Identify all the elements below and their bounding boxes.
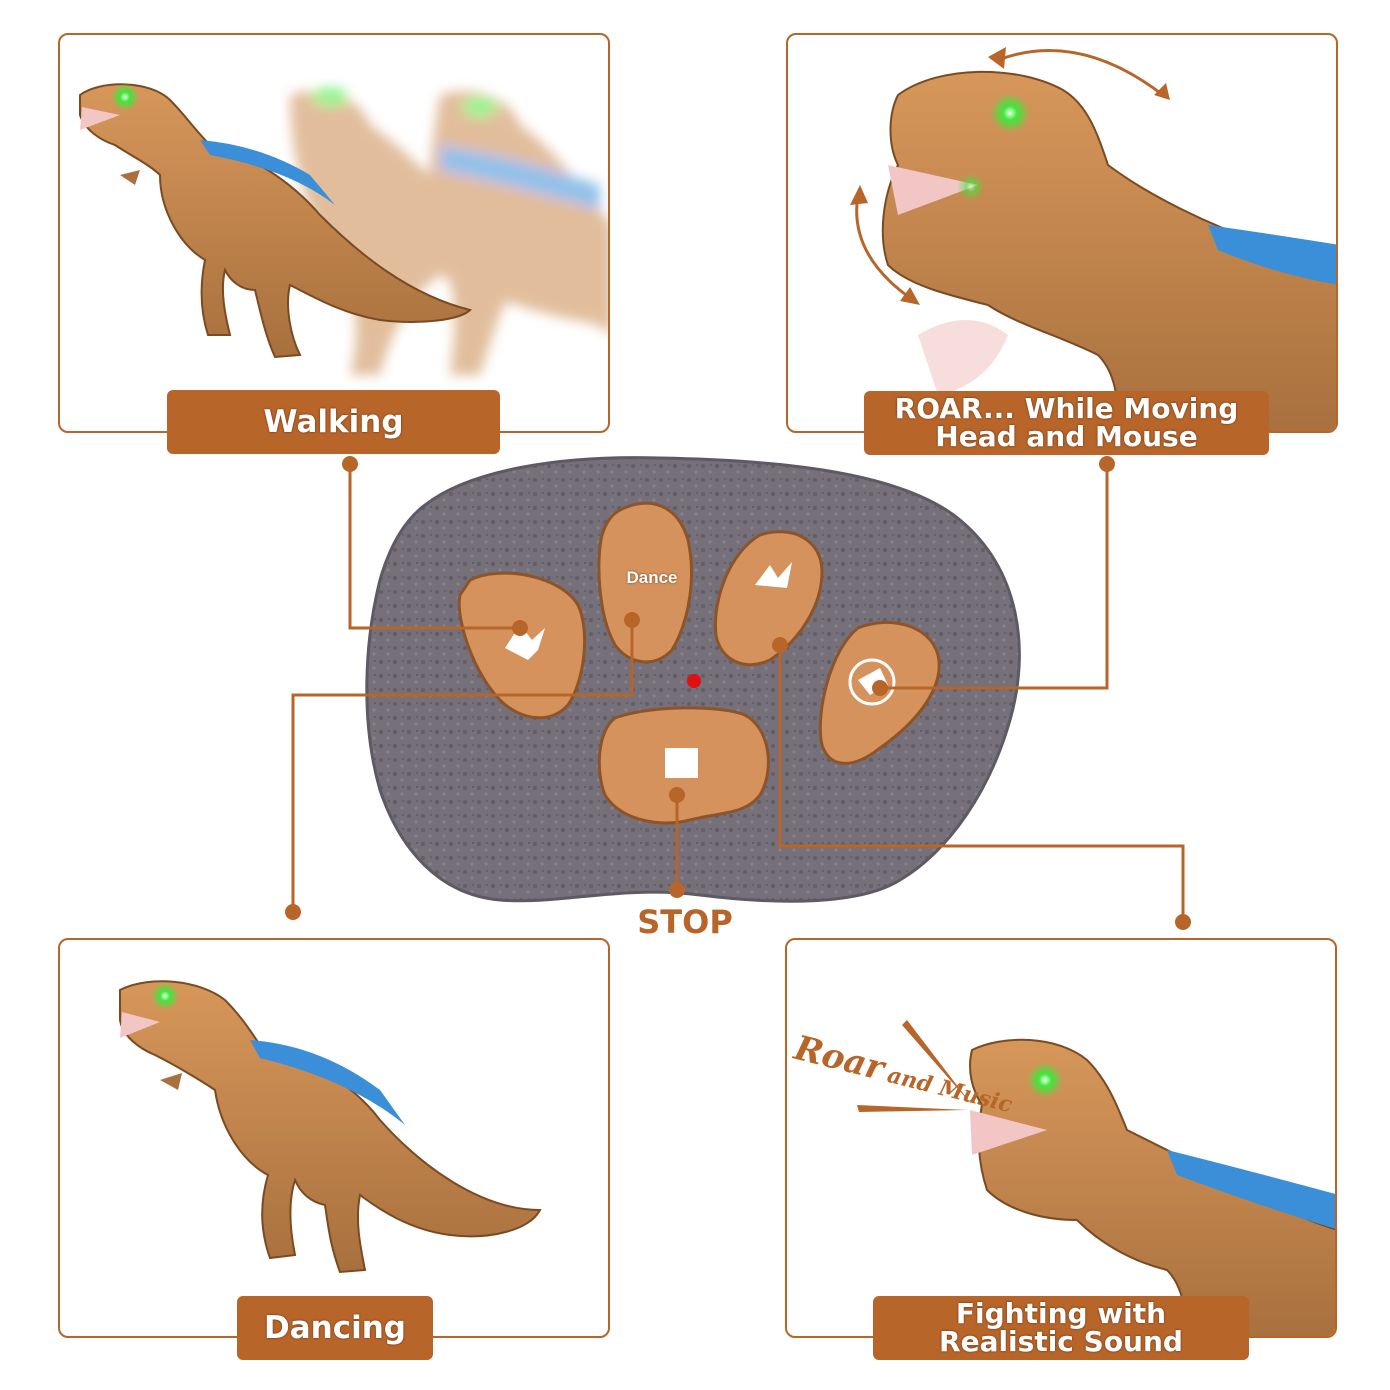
dino-fighting	[969, 1038, 1335, 1336]
panel-dancing	[58, 938, 610, 1338]
roar-dino-illustration	[850, 47, 1336, 431]
motion-arrows	[855, 49, 1164, 302]
panel-fighting	[785, 938, 1337, 1338]
panel-walking	[58, 33, 610, 433]
vs-icon	[755, 562, 792, 588]
walking-label: Walking	[167, 390, 500, 454]
status-led	[687, 674, 701, 688]
walk-button[interactable]	[457, 571, 587, 720]
walking-dino-illustration	[79, 83, 608, 375]
dancing-label: Dancing	[237, 1296, 433, 1360]
sound-rays	[857, 1020, 972, 1112]
dancing-dino-illustration	[119, 980, 542, 1274]
panel-roar	[786, 33, 1338, 433]
stop-button[interactable]	[597, 706, 770, 825]
dance-button-label: Dance	[626, 568, 678, 587]
dino-walking	[79, 83, 472, 359]
stop-square-icon	[665, 748, 698, 778]
dino-dancing	[119, 980, 542, 1274]
connector-dots	[285, 456, 1191, 930]
dance-button[interactable]	[597, 501, 693, 664]
vs-button[interactable]	[713, 530, 824, 667]
stop-label: STOP	[637, 903, 733, 941]
connectors	[291, 462, 1185, 922]
fighting-label: Fighting with Realistic Sound	[873, 1296, 1249, 1360]
roar-label: ROAR... While Moving Head and Mouse	[864, 391, 1269, 455]
dino-head-roar	[881, 70, 1336, 431]
fighting-dino-illustration	[857, 1020, 1335, 1336]
